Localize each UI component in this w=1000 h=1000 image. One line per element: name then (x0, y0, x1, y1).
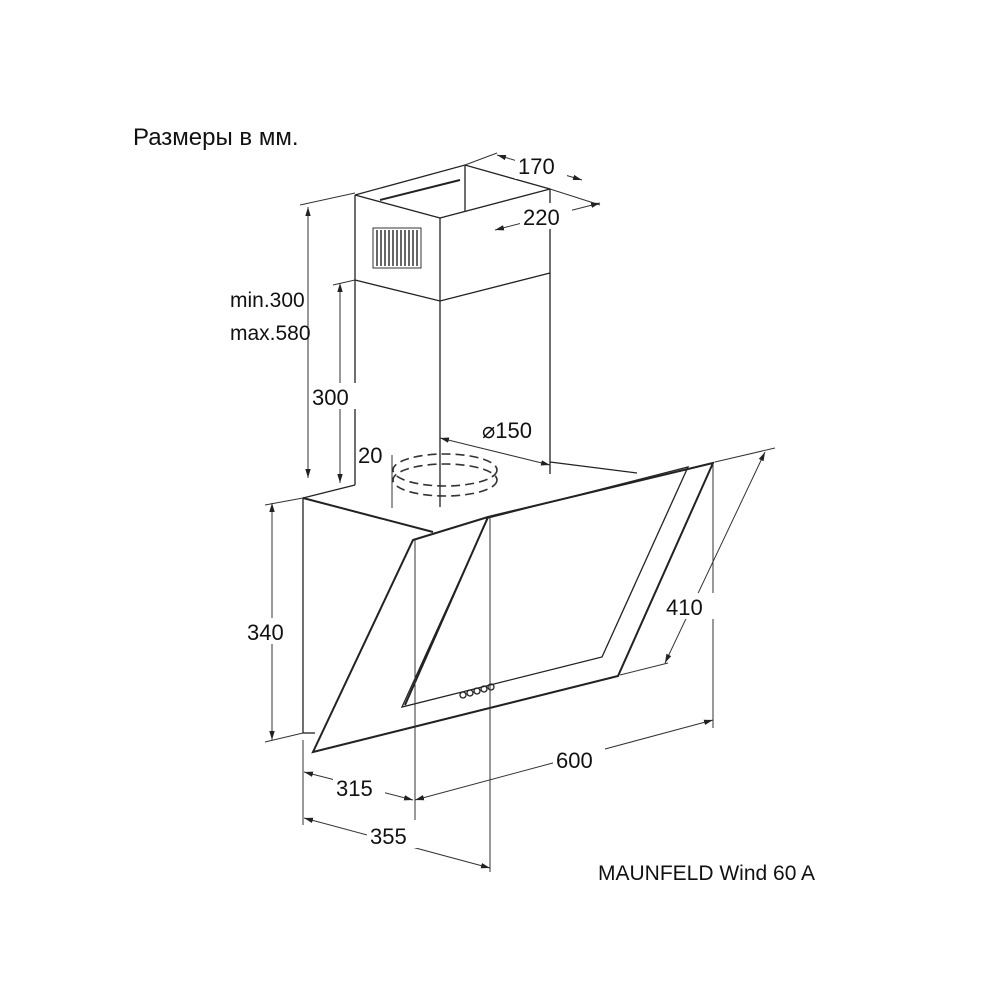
chimney-lower (354, 273, 551, 507)
dim-min: min.300 (230, 289, 305, 312)
duct-outlet (392, 453, 498, 497)
dim-max: max.580 (230, 322, 311, 345)
vent-grille-icon (372, 227, 422, 269)
dim-600: 600 (556, 748, 593, 773)
dim-20: 20 (358, 443, 382, 468)
dim-170: 170 (518, 154, 555, 179)
dim-355: 355 (370, 824, 407, 849)
title-label: Размеры в мм. (133, 124, 299, 151)
model-label: MAUNFELD Wind 60 A (598, 862, 815, 885)
control-buttons (459, 683, 495, 699)
dim-220: 220 (523, 205, 560, 230)
hood-body (302, 461, 715, 754)
dim-315: 315 (336, 776, 373, 801)
dim-340: 340 (247, 620, 284, 645)
chimney-upper (354, 164, 551, 302)
dim-150: ⌀150 (482, 418, 532, 443)
dim-410: 410 (666, 595, 703, 620)
dim-300: 300 (312, 385, 349, 410)
dimension-lines (264, 152, 776, 872)
